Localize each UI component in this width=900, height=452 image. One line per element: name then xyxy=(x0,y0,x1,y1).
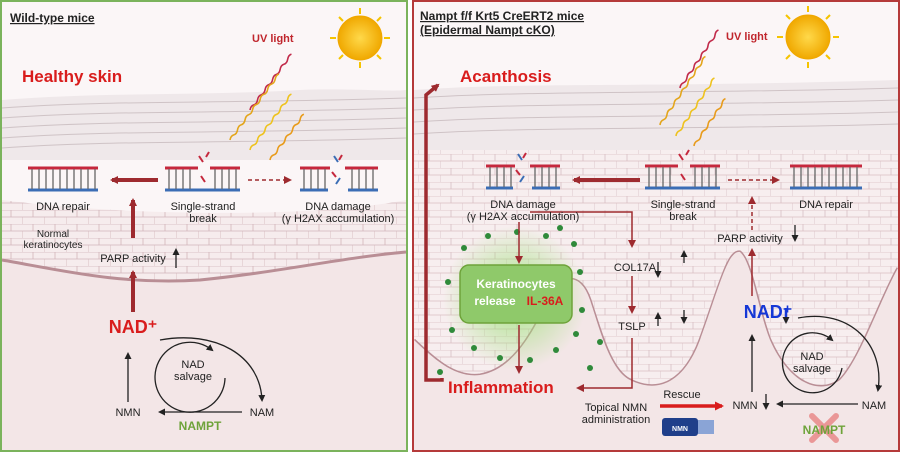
single-strand-break-icon xyxy=(165,151,240,192)
right-nampt-label: NAMPT xyxy=(803,423,846,437)
dna-damage-icon xyxy=(300,154,378,192)
right-ss-break-label-1: Single-strand xyxy=(651,199,716,211)
left-dna-damage-label-1: DNA damage xyxy=(305,201,370,213)
il36a-dots xyxy=(437,225,603,375)
left-panel-border xyxy=(0,0,408,452)
nmn-tube-icon xyxy=(662,418,714,436)
left-dna-damage-label-2: (γ H2AX accumulation) xyxy=(282,213,395,225)
keratinocytes-label-1: Keratinocytes xyxy=(476,277,556,291)
right-nam-label: NAM xyxy=(862,400,886,412)
rescue-label: Rescue xyxy=(663,389,700,401)
keratinocytes-box xyxy=(459,264,573,324)
right-dna-damage-label-1: DNA damage xyxy=(490,199,555,211)
left-skin-layers xyxy=(1,89,407,450)
col17a-label: COL17A xyxy=(614,262,657,274)
normal-keratinocytes-label-1: Normal xyxy=(37,229,69,240)
left-salvage-cycle xyxy=(124,337,266,416)
right-salvage-label-1: NAD xyxy=(800,351,823,363)
tslp-label: TSLP xyxy=(618,321,646,333)
dna-repair-icon xyxy=(28,166,98,192)
left-dna-repair-label: DNA repair xyxy=(36,201,90,213)
tube-label: NMN xyxy=(672,426,688,433)
right-panel-border xyxy=(412,0,900,452)
left-parp-label: PARP activity xyxy=(100,253,166,265)
right-single-strand-break-icon xyxy=(645,149,720,190)
keratinocytes-label-2: release xyxy=(474,294,516,308)
right-panel xyxy=(412,0,900,452)
left-panel xyxy=(0,0,408,452)
right-ss-break-label-2: break xyxy=(669,211,697,223)
right-sun-icon xyxy=(777,6,839,68)
healthy-skin-label: Healthy skin xyxy=(22,67,122,86)
right-salvage-label-2: salvage xyxy=(793,363,831,375)
left-pathway-arrows xyxy=(110,176,292,312)
left-uv-label: UV light xyxy=(252,33,294,45)
left-nam-label: NAM xyxy=(250,407,274,419)
right-nad-label: NAD⁺ xyxy=(744,302,793,322)
right-pathway-arrows xyxy=(424,83,799,411)
left-ss-break-label-2: break xyxy=(189,213,217,225)
left-ss-break-label-1: Single-strand xyxy=(171,201,236,213)
left-salvage-label-2: salvage xyxy=(174,371,212,383)
right-uv-label: UV light xyxy=(726,31,768,43)
topical-nmn-label-2: administration xyxy=(582,414,650,426)
left-nad-label: NAD⁺ xyxy=(109,317,158,337)
right-dna-repair-icon xyxy=(790,164,862,190)
left-nampt-label: NAMPT xyxy=(179,419,222,433)
normal-keratinocytes-label-2: keratinocytes xyxy=(24,240,83,251)
right-salvage-cycle xyxy=(748,315,883,410)
right-parp-label: PARP activity xyxy=(717,233,783,245)
left-sun-icon xyxy=(330,8,390,68)
il36a-label: IL-36A xyxy=(527,294,564,308)
left-uv-rays xyxy=(229,53,305,161)
right-dna-damage-icon xyxy=(486,152,560,190)
topical-nmn-label-1: Topical NMN xyxy=(585,402,647,414)
right-skin-layers xyxy=(412,80,900,450)
nampt-knockout-cross-icon xyxy=(809,413,839,443)
right-uv-rays xyxy=(659,29,726,147)
left-nmn-label: NMN xyxy=(115,407,140,419)
right-dna-repair-label: DNA repair xyxy=(799,199,853,211)
right-panel-title-1: Nampt f/f Krt5 CreERT2 mice xyxy=(420,9,584,23)
acanthosis-label: Acanthosis xyxy=(460,67,552,86)
right-nmn-label: NMN xyxy=(732,400,757,412)
right-panel-title-2: (Epidermal Nampt cKO) xyxy=(420,23,555,37)
right-dna-damage-label-2: (γ H2AX accumulation) xyxy=(467,211,580,223)
left-panel-title: Wild-type mice xyxy=(10,11,95,25)
inflammation-label: Inflammation xyxy=(448,378,554,397)
left-salvage-label-1: NAD xyxy=(181,359,204,371)
